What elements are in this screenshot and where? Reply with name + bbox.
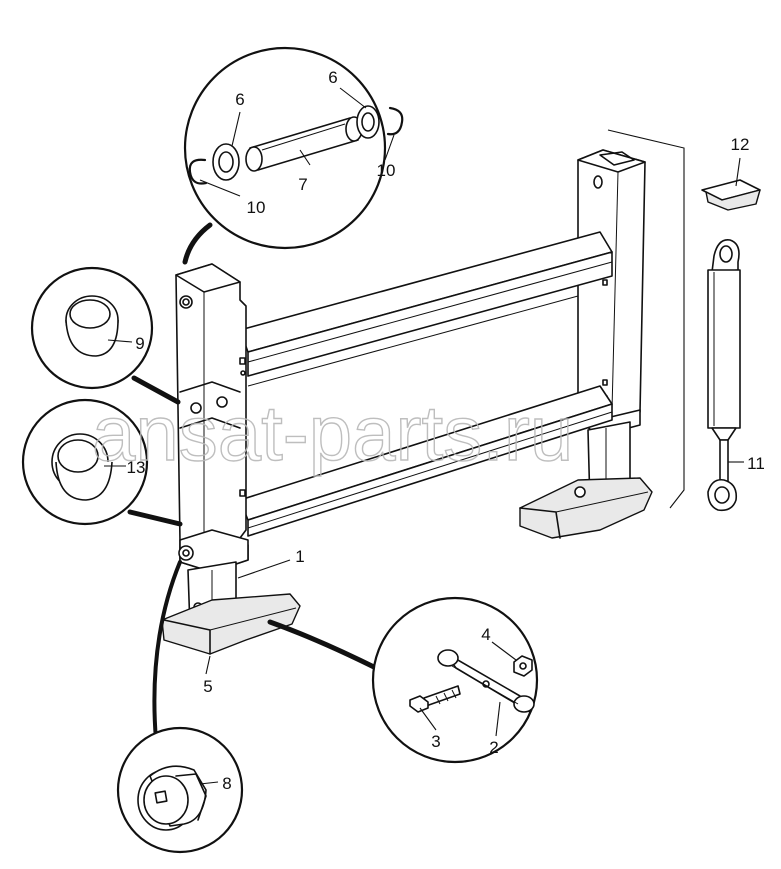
watermark-text: ansat-parts.ru — [92, 389, 573, 477]
callout-4: 4 — [481, 625, 490, 644]
nut-4 — [513, 655, 533, 677]
callout-8: 8 — [222, 774, 231, 793]
callout-10-right: 10 — [377, 161, 396, 180]
frame-assembly — [161, 149, 653, 655]
detail-pin-assembly — [182, 46, 404, 265]
cap-12 — [701, 179, 761, 211]
callout-11: 11 — [747, 454, 765, 473]
pin-2 — [437, 649, 535, 713]
callout-12: 12 — [731, 135, 750, 154]
gas-strut-11 — [707, 239, 741, 512]
detail-plug-13 — [21, 398, 183, 527]
callout-5: 5 — [203, 677, 212, 696]
left-foot-5 — [161, 593, 301, 655]
callout-6-left: 6 — [235, 90, 244, 109]
callout-3: 3 — [431, 732, 440, 751]
side-assembly — [607, 129, 761, 512]
clip-10-left — [188, 158, 208, 185]
callout-6-right: 6 — [328, 68, 337, 87]
callout-13: 13 — [127, 458, 146, 477]
detail-plug-9 — [30, 266, 181, 405]
washer-6-left — [212, 143, 240, 181]
right-foot — [519, 477, 653, 539]
bolt-3 — [409, 685, 461, 713]
callout-2: 2 — [489, 738, 498, 757]
washer-6-right — [356, 105, 380, 139]
detail-plug-8 — [116, 560, 244, 854]
callout-1: 1 — [295, 547, 304, 566]
detail-pin-bolt — [267, 596, 539, 764]
clip-10-right — [386, 106, 404, 136]
top-crossbar — [239, 231, 613, 387]
callout-7: 7 — [298, 175, 307, 194]
callout-9: 9 — [135, 334, 144, 353]
callout-10-left: 10 — [247, 198, 266, 217]
right-upright — [577, 149, 646, 507]
